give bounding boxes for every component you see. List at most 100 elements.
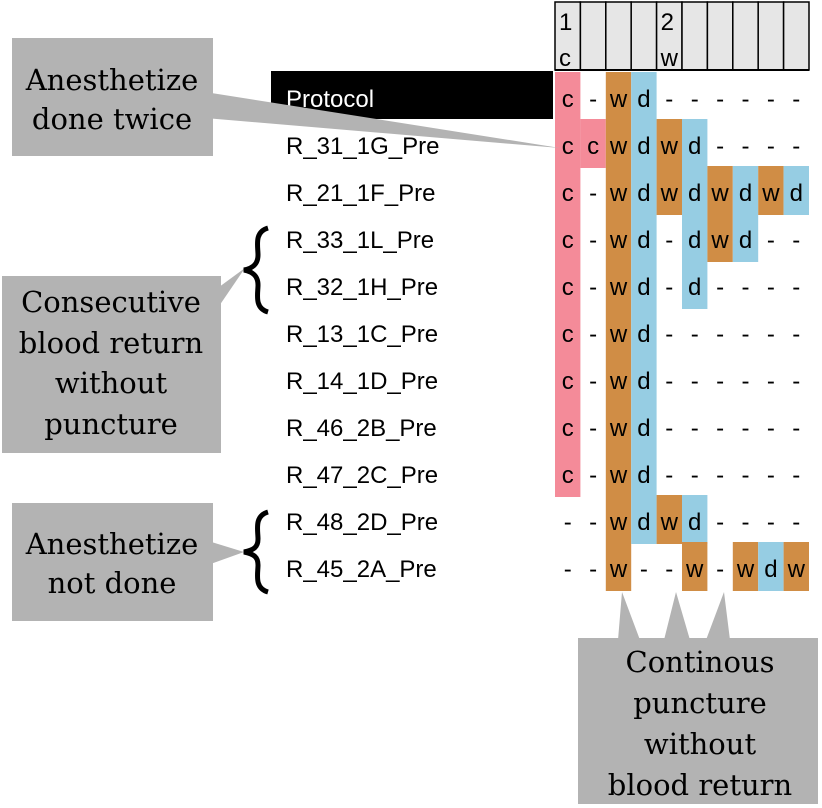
sequence-letter: d	[688, 274, 701, 301]
sequence-letter: w	[710, 180, 729, 207]
sequence-block-w	[656, 119, 682, 215]
row-label: R_48_2D_Pre	[286, 509, 438, 536]
curly-brace-icon	[243, 509, 269, 595]
callout-line: not done	[48, 566, 177, 600]
sequence-letter: -	[742, 368, 750, 395]
callout-box	[12, 503, 213, 621]
callout-box	[2, 276, 221, 453]
header-cell	[757, 1, 785, 71]
callout-pointer	[205, 92, 560, 148]
header-cell	[681, 1, 709, 71]
sequence-letter: d	[688, 227, 701, 254]
sequence-letter: -	[665, 556, 673, 583]
sequence-letter: -	[691, 321, 699, 348]
sequence-letter: w	[609, 180, 628, 207]
callout-line: done twice	[32, 102, 192, 136]
sequence-letter: -	[665, 86, 673, 113]
row-label: R_31_1G_Pre	[286, 133, 439, 160]
sequence-letter: c	[562, 86, 574, 113]
header-cell	[554, 1, 582, 71]
sequence-letter: w	[710, 227, 729, 254]
sequence-letter: w	[609, 133, 628, 160]
sequence-letter: -	[792, 368, 800, 395]
sequence-letter: d	[637, 133, 650, 160]
sequence-letter: -	[742, 509, 750, 536]
sequence-letter: -	[589, 462, 597, 489]
sequence-letter: w	[609, 86, 628, 113]
sequence-letter: c	[587, 133, 599, 160]
header-cell	[782, 1, 810, 71]
header-cell	[579, 1, 607, 71]
sequence-letter: -	[589, 556, 597, 583]
sequence-letter: w	[609, 509, 628, 536]
sequence-letter: w	[787, 556, 806, 583]
sequence-letter: -	[665, 415, 673, 442]
sequence-letter: -	[564, 556, 572, 583]
sequence-letter: -	[742, 86, 750, 113]
sequence-letter: -	[665, 368, 673, 395]
sequence-block-w	[656, 495, 682, 544]
sequence-block-d	[758, 542, 784, 591]
sequence-block-d	[783, 166, 809, 215]
sequence-block-c	[555, 72, 581, 497]
sequence-block-w	[732, 542, 759, 591]
sequence-letter: d	[637, 86, 650, 113]
sequence-letter: w	[761, 180, 780, 207]
sequence-block-w	[682, 542, 708, 591]
sequence-letter: -	[589, 274, 597, 301]
sequence-block-d	[682, 119, 708, 309]
row-label: R_45_2A_Pre	[286, 556, 437, 583]
sequence-letter: -	[716, 86, 724, 113]
callout-pointer	[706, 592, 730, 640]
row-label: R_32_1H_Pre	[286, 274, 438, 301]
row-labels: ProtocolR_31_1G_PreR_21_1F_PreR_33_1L_Pr…	[286, 86, 439, 583]
sequence-letter: -	[792, 415, 800, 442]
callout-line: Consecutive	[21, 285, 201, 319]
sequence-letter: w	[685, 556, 704, 583]
sequence-letter: c	[562, 321, 574, 348]
callout-line: Anesthetize	[25, 527, 199, 561]
sequence-letter: -	[589, 368, 597, 395]
sequence-block-c	[580, 119, 606, 168]
callout-line: without	[55, 366, 168, 400]
sequence-letter: c	[562, 180, 574, 207]
sequence-letter: -	[767, 321, 775, 348]
header-cell	[732, 1, 759, 71]
row-label: R_21_1F_Pre	[286, 180, 435, 207]
sequence-letter: c	[562, 227, 574, 254]
sequence-letter: -	[665, 462, 673, 489]
callout-pointer	[664, 592, 690, 640]
sequence-block-w	[605, 72, 632, 591]
sequence-letter: -	[716, 321, 724, 348]
row-label: R_14_1D_Pre	[286, 368, 438, 395]
sequence-block-w	[758, 166, 784, 215]
sequence-letter: -	[767, 509, 775, 536]
sequence-letter: d	[637, 415, 650, 442]
sequence-letter: -	[564, 509, 572, 536]
sequence-letter: -	[716, 368, 724, 395]
sequence-letter: w	[660, 133, 679, 160]
sequence-letter: -	[716, 415, 724, 442]
sequence-letter: -	[767, 368, 775, 395]
sequence-letter: -	[691, 415, 699, 442]
sequence-letter: d	[688, 133, 701, 160]
sequence-letter: -	[767, 462, 775, 489]
sequence-letter: d	[637, 321, 650, 348]
sequence-letter: c	[562, 462, 574, 489]
sequence-letter: -	[767, 133, 775, 160]
sequence-letter: -	[792, 274, 800, 301]
sequence-letter: d	[764, 556, 777, 583]
sequence-letter: -	[742, 462, 750, 489]
row-label: R_33_1L_Pre	[286, 227, 434, 254]
sequence-letter: -	[589, 86, 597, 113]
sequence-letter: d	[637, 462, 650, 489]
header-cell	[605, 1, 632, 71]
sequence-letter: w	[660, 180, 679, 207]
sequence-letter: -	[742, 133, 750, 160]
sequence-letter: d	[637, 227, 650, 254]
sequence-letter: d	[739, 180, 752, 207]
callout-pointer	[618, 592, 640, 640]
sequence-letter: -	[742, 321, 750, 348]
